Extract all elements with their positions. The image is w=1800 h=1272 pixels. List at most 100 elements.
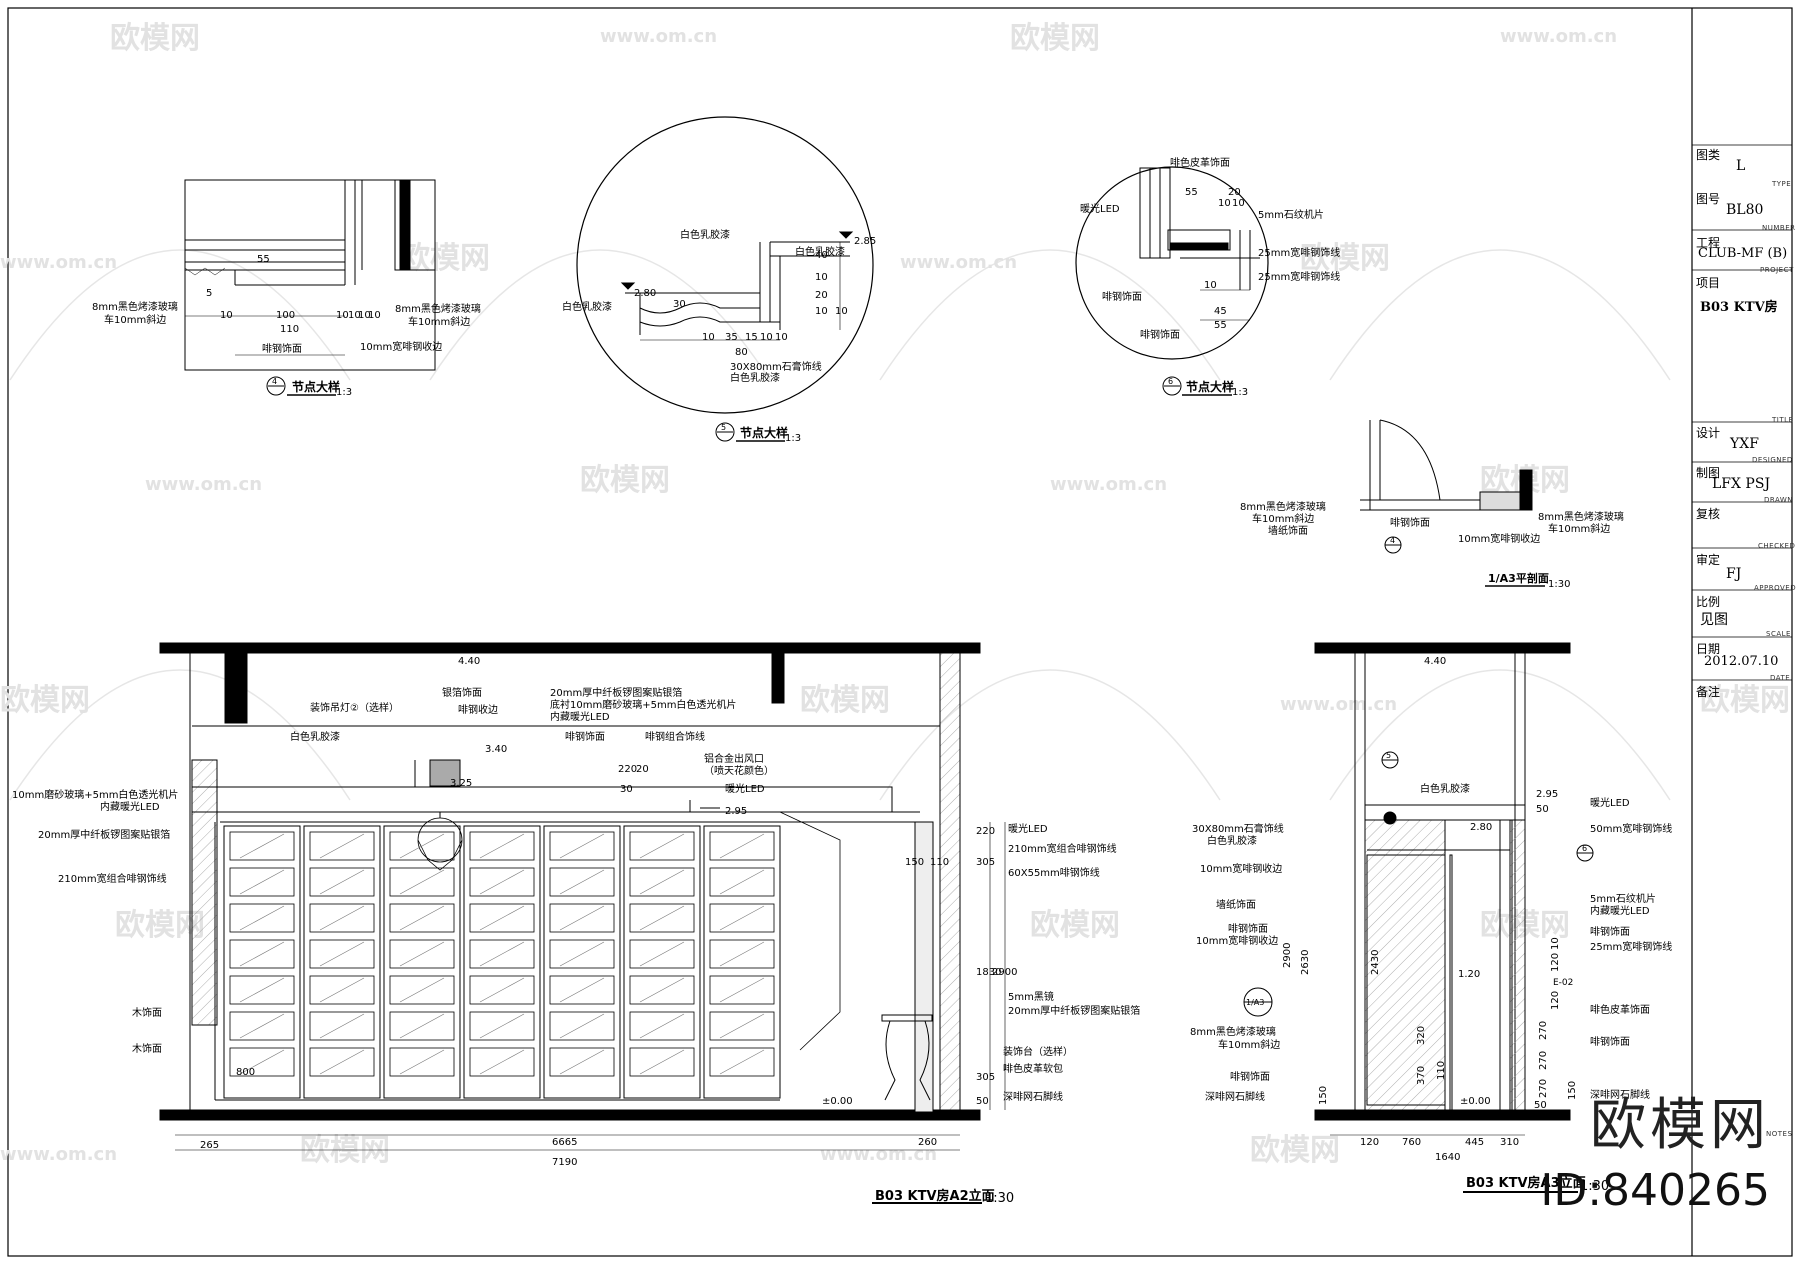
svg-text:210mm宽组合啡钢饰线: 210mm宽组合啡钢饰线: [58, 872, 167, 885]
glass-hatch: [479, 1049, 525, 1075]
svg-text:110: 110: [280, 324, 299, 335]
svg-text:1:30: 1:30: [1580, 1179, 1609, 1194]
sheet-border: [7, 7, 1793, 1257]
svg-text:3.40: 3.40: [485, 744, 507, 755]
svg-text:20mm厚中纤板锣图案贴银箔: 20mm厚中纤板锣图案贴银箔: [1008, 1004, 1140, 1017]
svg-text:啡钢饰面: 啡钢饰面: [1228, 922, 1268, 935]
cabinet-panel: [229, 831, 295, 861]
tb-number-value: BL80: [1726, 202, 1764, 218]
glass-hatch: [239, 905, 285, 931]
tb-drawn-en: DRAWN: [1764, 496, 1794, 504]
svg-text:40: 40: [815, 250, 828, 261]
cabinet-column: [303, 825, 381, 1099]
svg-text:1:3: 1:3: [1232, 387, 1248, 398]
cabinet-panel: [469, 831, 535, 861]
tb-project-label: 工程: [1696, 236, 1721, 250]
svg-text:铝合金出风口: 铝合金出风口: [704, 752, 764, 765]
glass-hatch: [639, 1013, 685, 1039]
svg-text:55: 55: [257, 254, 270, 265]
svg-text:1:30: 1:30: [985, 1191, 1014, 1206]
svg-text:2630: 2630: [1300, 950, 1311, 975]
glass-hatch: [559, 1049, 605, 1075]
glass-hatch: [719, 905, 765, 931]
svg-text:2.80: 2.80: [634, 288, 656, 299]
svg-text:10: 10: [1218, 198, 1231, 209]
watermark-text: 欧模网: [1700, 683, 1790, 718]
svg-text:白色乳胶漆: 白色乳胶漆: [680, 228, 730, 241]
glass-hatch: [559, 977, 605, 1003]
cabinet-panel: [309, 867, 375, 897]
svg-text:25mm宽啡钢饰线: 25mm宽啡钢饰线: [1258, 270, 1340, 283]
watermark-text: www.om.cn: [0, 1144, 117, 1165]
svg-text:150: 150: [1318, 1086, 1329, 1105]
svg-text:30X80mm石膏饰线: 30X80mm石膏饰线: [730, 360, 822, 373]
glass-hatch: [239, 977, 285, 1003]
tb-scale-label: 比例: [1696, 595, 1721, 609]
tb-date-value: 2012.07.10: [1704, 654, 1779, 669]
cabinet-panel: [389, 975, 455, 1005]
watermark-text: 欧模网: [1250, 1133, 1340, 1168]
svg-text:6: 6: [1582, 844, 1587, 853]
tb-date-label: 日期: [1696, 642, 1721, 656]
detail-5-text: 白色乳胶漆 白色乳胶漆 白色乳胶漆 30X80mm石膏饰线 白色乳胶漆 2.85…: [562, 228, 876, 384]
svg-text:暖光LED: 暖光LED: [1590, 796, 1630, 809]
svg-text:1:30: 1:30: [1548, 579, 1570, 590]
svg-text:1.20: 1.20: [1458, 969, 1480, 980]
glass-hatch: [239, 833, 285, 859]
svg-text:白色乳胶漆: 白色乳胶漆: [1420, 782, 1470, 795]
cabinet-panel: [469, 939, 535, 969]
svg-text:80: 80: [735, 347, 748, 358]
cabinet-panel: [709, 867, 775, 897]
svg-text:120: 120: [1550, 991, 1561, 1010]
svg-text:310: 310: [1500, 1137, 1519, 1148]
tb-approved-en: APPROVED: [1754, 584, 1797, 592]
cabinet-column: [383, 825, 461, 1099]
cabinet-panel: [229, 867, 295, 897]
glass-hatch: [639, 833, 685, 859]
cabinet-panel: [549, 1047, 615, 1077]
glass-hatch: [239, 1049, 285, 1075]
svg-text:45: 45: [1214, 306, 1227, 317]
svg-text:445: 445: [1465, 1137, 1484, 1148]
svg-text:10: 10: [1204, 280, 1217, 291]
svg-text:260: 260: [918, 1137, 937, 1148]
cabinet-panel: [549, 831, 615, 861]
svg-text:1830: 1830: [976, 967, 1001, 978]
svg-text:2.95: 2.95: [725, 806, 747, 817]
svg-text:车10mm斜边: 车10mm斜边: [104, 313, 166, 326]
glass-hatch: [399, 905, 445, 931]
glass-hatch: [559, 869, 605, 895]
watermark-text: 欧模网: [0, 683, 90, 718]
svg-text:370: 370: [1416, 1066, 1427, 1085]
svg-text:白色乳胶漆: 白色乳胶漆: [562, 300, 612, 313]
svg-text:车10mm斜边: 车10mm斜边: [1252, 512, 1314, 525]
cabinet-panel: [309, 975, 375, 1005]
cabinet-panel: [389, 939, 455, 969]
svg-text:10mm宽啡钢收边: 10mm宽啡钢收边: [1458, 532, 1540, 545]
watermark-text: 欧模网: [110, 21, 200, 56]
cabinet-panel: [389, 1047, 455, 1077]
svg-text:2900: 2900: [992, 967, 1017, 978]
elevation-a2-text: 4.40 3.40 3.25 2.95 ±0.00 10mm磨砂玻璃+5mm白色…: [12, 656, 1140, 1206]
tb-scale-value: 见图: [1700, 612, 1728, 628]
cabinet-panel: [629, 831, 695, 861]
glass-hatch: [719, 941, 765, 967]
cabinet-panel: [709, 1011, 775, 1041]
cabinet-column: [223, 825, 301, 1099]
watermark-text: www.om.cn: [1050, 474, 1167, 495]
svg-text:800: 800: [236, 1067, 255, 1078]
svg-text:320: 320: [1416, 1026, 1427, 1045]
svg-text:深啡网石脚线: 深啡网石脚线: [1590, 1088, 1650, 1101]
cabinet-panel: [229, 1011, 295, 1041]
detail-6-text: 啡色皮革饰面 暖光LED 5mm石纹机片 25mm宽啡钢饰线 25mm宽啡钢饰线…: [1080, 156, 1340, 341]
detail-5-title: 5 节点大样 1:3: [715, 422, 801, 444]
svg-text:3.25: 3.25: [450, 778, 472, 789]
svg-text:150: 150: [905, 857, 924, 868]
cabinet-column: [703, 825, 781, 1099]
svg-text:50: 50: [976, 1096, 989, 1107]
tb-title-value: B03 KTV房: [1700, 300, 1778, 315]
svg-text:1:3: 1:3: [336, 387, 352, 398]
svg-text:50: 50: [1534, 1100, 1547, 1111]
glass-hatch: [719, 1013, 765, 1039]
cabinet-panel: [469, 867, 535, 897]
